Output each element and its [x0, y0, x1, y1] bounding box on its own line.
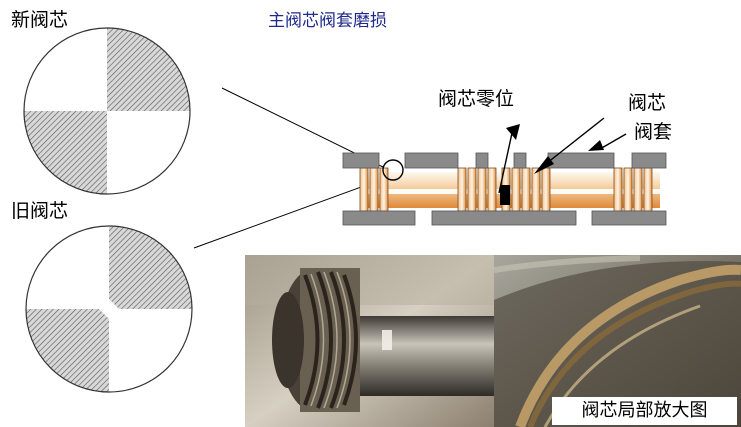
spool-zero-label: 阀芯零位 [438, 84, 514, 111]
valve-cross-section [343, 118, 666, 225]
arrow-zero [506, 124, 520, 140]
page-title: 主阀芯阀套磨损 [268, 6, 387, 31]
new-spool-section [24, 28, 190, 194]
new-spool-label: 新阀芯 [11, 5, 68, 32]
old-spool-label: 旧阀芯 [11, 196, 68, 223]
spool-label: 阀芯 [628, 88, 666, 115]
zoom-caption: 阀芯局部放大图 [552, 397, 737, 425]
old-spool-section [26, 226, 192, 392]
spool-photo [245, 255, 494, 427]
arrow-sleeve [588, 140, 604, 151]
sleeve-label: 阀套 [634, 117, 672, 144]
